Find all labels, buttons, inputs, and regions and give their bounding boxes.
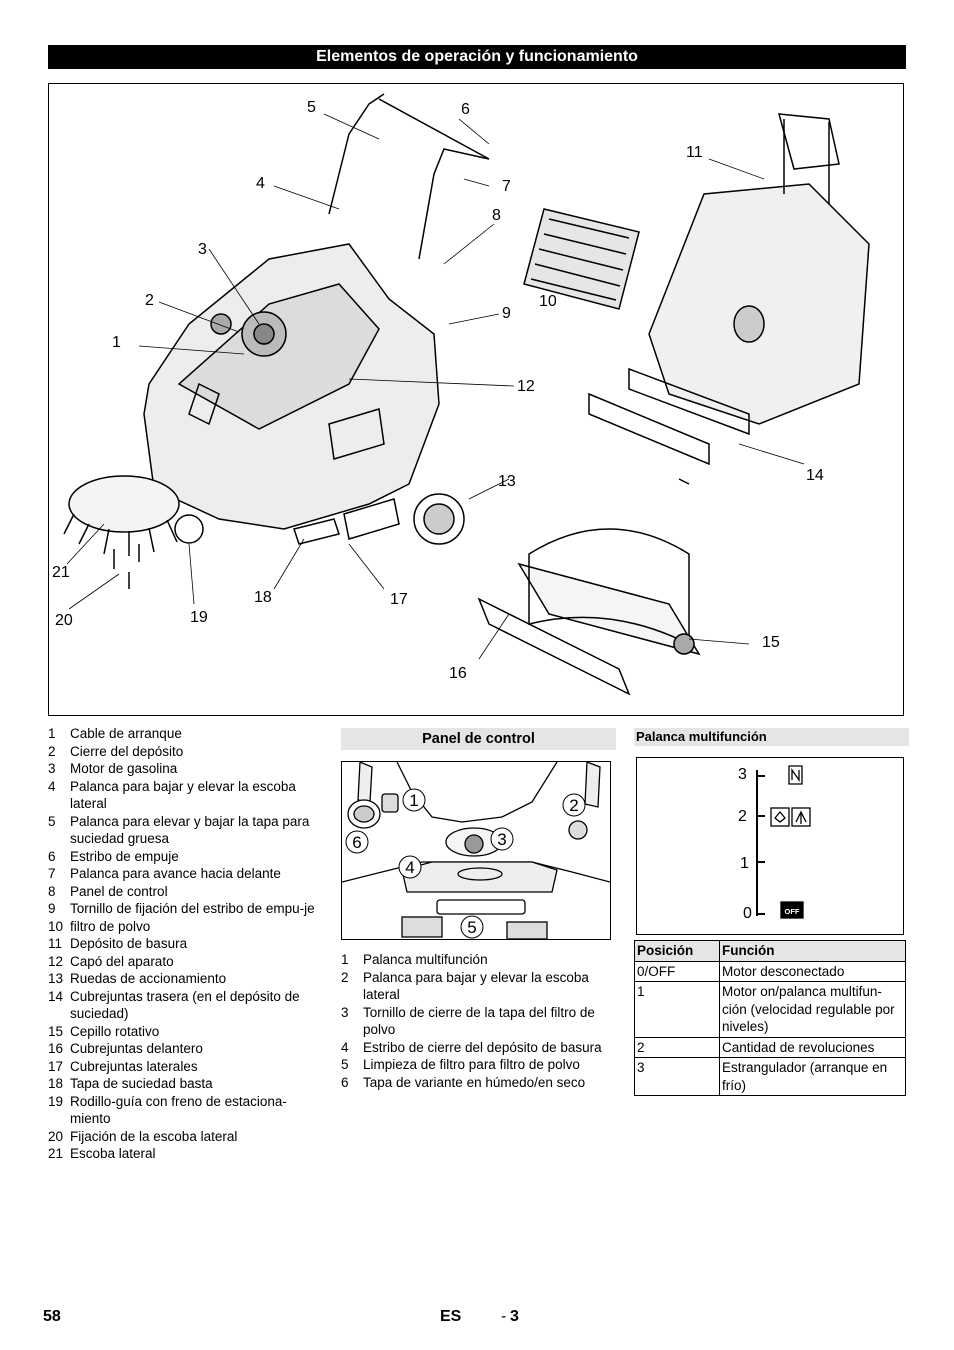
table-row: 0/OFF Motor desconectado (634, 960, 906, 982)
callout-9: 9 (502, 305, 511, 322)
level-3: 3 (738, 766, 747, 783)
callout-16: 16 (449, 665, 467, 682)
panel-callout-6: 6 (352, 833, 361, 852)
callout-2: 2 (145, 292, 154, 309)
level-1: 1 (740, 855, 749, 872)
lever-scale: OFF (756, 765, 811, 919)
callout-11: 11 (686, 144, 703, 161)
page-number: 58 (43, 1308, 61, 1325)
callout-14: 14 (806, 467, 824, 484)
panel-callout-3: 3 (497, 830, 506, 849)
callout-21: 21 (52, 564, 70, 581)
callout-18: 18 (254, 589, 272, 606)
panel-callout-4: 4 (405, 858, 414, 877)
cell-position: 2 (634, 1036, 720, 1058)
callout-5: 5 (307, 99, 316, 116)
machine-drawing (63, 93, 870, 696)
panel-callout-1: 1 (409, 791, 418, 810)
callout-8: 8 (492, 207, 501, 224)
callout-1: 1 (112, 334, 121, 351)
language-code: ES (440, 1308, 462, 1325)
control-panel-illustration: 1 2 3 4 5 6 (341, 761, 611, 940)
callout-6: 6 (461, 101, 470, 118)
header-function: Función (719, 940, 906, 962)
callout-20: 20 (55, 612, 73, 629)
cell-position: 1 (634, 981, 720, 1038)
cell-position: 3 (634, 1057, 720, 1096)
lever-positions-diagram: OFF 3 2 1 0 (636, 757, 904, 935)
callout-12: 12 (517, 378, 535, 395)
level-0: 0 (743, 905, 752, 922)
off-icon: OFF (785, 907, 800, 916)
footer-separator: - (501, 1308, 507, 1325)
callout-4: 4 (256, 175, 265, 192)
cell-function: Estrangulador (arranque en frío) (719, 1057, 906, 1096)
panel-callout-2: 2 (569, 796, 578, 815)
callout-10: 10 (539, 293, 557, 310)
cell-position: 0/OFF (634, 960, 720, 982)
machine-illustration: 5 6 11 4 7 8 3 2 10 9 1 12 14 13 21 18 1… (48, 83, 904, 716)
callout-15: 15 (762, 634, 780, 651)
callout-3: 3 (198, 241, 207, 258)
callout-17: 17 (390, 591, 408, 608)
table-header-row: Posición Función (634, 940, 906, 962)
cell-function: Motor desconectado (719, 960, 906, 982)
callout-7: 7 (502, 178, 511, 195)
multifunction-heading: Palanca multifunción (634, 728, 909, 746)
section-title: Elementos de operación y funcionamiento (48, 45, 906, 69)
table-row: 3 Estrangulador (arranque en frío) (634, 1057, 906, 1096)
table-row: 1 Motor on/palanca multifun-ción (veloci… (634, 981, 906, 1038)
callout-19: 19 (190, 609, 208, 626)
section-number: 3 (510, 1308, 519, 1325)
cell-function: Motor on/palanca multifun-ción (velocida… (719, 981, 906, 1038)
panel-callout-5: 5 (467, 918, 476, 937)
function-table: Posición Función 0/OFF Motor desconectad… (634, 940, 906, 1096)
level-2: 2 (738, 808, 747, 825)
callout-13: 13 (498, 473, 516, 490)
table-row: 2 Cantidad de revoluciones (634, 1036, 906, 1058)
header-position: Posición (634, 940, 720, 962)
control-panel-heading: Panel de control (341, 728, 616, 750)
control-panel-drawing: 1 2 3 4 5 6 (342, 762, 610, 939)
cell-function: Cantidad de revoluciones (719, 1036, 906, 1058)
